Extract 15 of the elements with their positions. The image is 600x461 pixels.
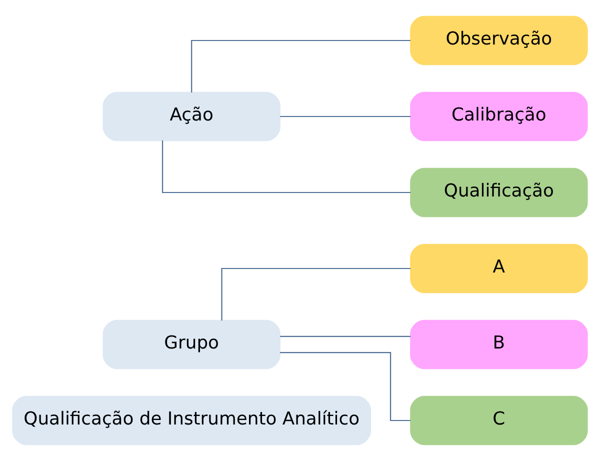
node-box: Qualificação de Instrumento Analítico <box>12 396 371 446</box>
connector <box>280 352 410 422</box>
node-box: B <box>410 320 588 370</box>
connector <box>191 40 410 92</box>
connector <box>280 336 411 338</box>
node-box: Ação <box>102 92 280 142</box>
node-box: C <box>410 396 588 446</box>
node-box: A <box>410 244 588 294</box>
connector <box>221 268 410 320</box>
node-box: Grupo <box>102 320 280 370</box>
node-box: Observação <box>410 16 588 66</box>
node-box: Qualificação <box>410 168 588 218</box>
connector <box>162 140 411 194</box>
connector <box>280 116 411 118</box>
node-box: Calibração <box>410 92 588 142</box>
